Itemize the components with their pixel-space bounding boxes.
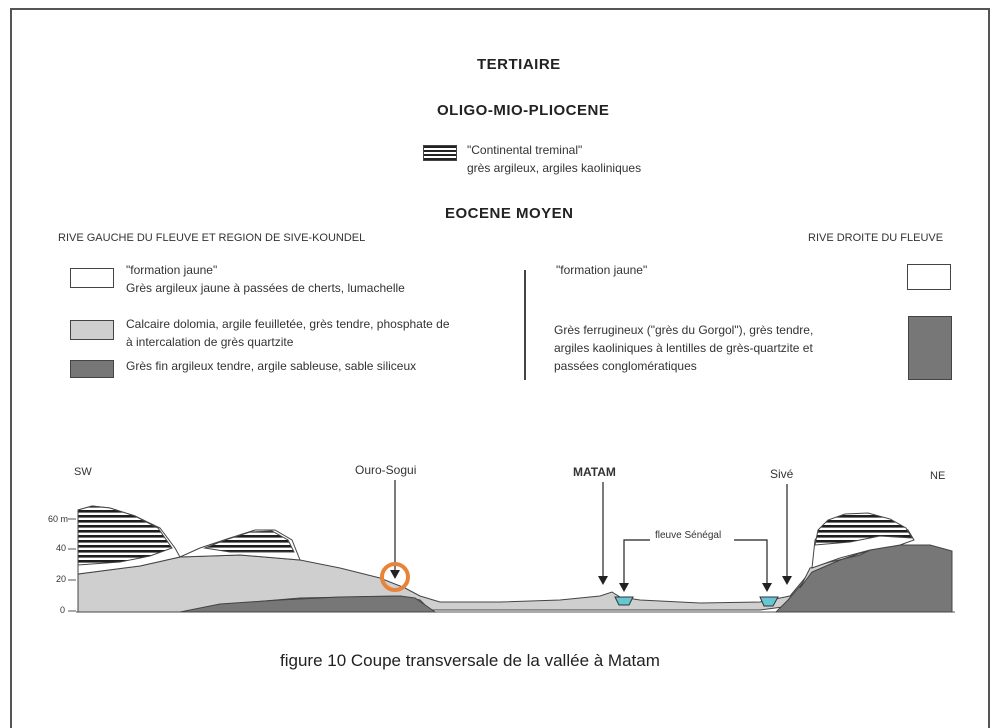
right-legend-2-line3: passées conglomératiques xyxy=(554,359,697,373)
right-legend-2-line1: Grès ferrugineux ("grès du Gorgol"), grè… xyxy=(554,323,814,337)
left-legend-2-line1: Calcaire dolomia, argile feuilletée, grè… xyxy=(126,317,450,331)
left-legend-1-line1: "formation jaune" xyxy=(126,263,218,277)
ouro-sogui-highlight-circle xyxy=(380,562,410,592)
title-tertiaire: TERTIAIRE xyxy=(477,56,561,73)
title-oligo-mio-pliocene: OLIGO-MIO-PLIOCENE xyxy=(437,102,610,119)
title-eocene-moyen: EOCENE MOYEN xyxy=(445,205,574,222)
river-water-right xyxy=(759,596,779,607)
layer-dark-right xyxy=(774,544,953,613)
layer-continental-left-2 xyxy=(203,530,295,553)
matam-arrowhead xyxy=(598,576,608,585)
fleuve-arrowhead-right xyxy=(762,583,772,592)
right-header: RIVE DROITE DU FLEUVE xyxy=(808,232,944,244)
legend-divider xyxy=(524,270,526,380)
y-tick-40: 40 xyxy=(56,543,67,553)
label-fleuve-senegal: fleuve Sénégal xyxy=(653,530,724,541)
y-tick-20: 20 xyxy=(56,574,67,584)
fleuve-bracket-right xyxy=(734,539,768,585)
swatch-continental-terminal xyxy=(423,145,457,161)
swatch-calcaire-dolomia xyxy=(70,320,114,340)
label-matam: MATAM xyxy=(573,465,616,479)
figure-caption: figure 10 Coupe transversale de la vallé… xyxy=(280,651,660,670)
left-legend-3-line1: Grès fin argileux tendre, argile sableus… xyxy=(126,359,417,373)
left-legend-2-line2: à intercalation de grès quartzite xyxy=(126,335,294,349)
swatch-gres-ferrugineux xyxy=(908,316,952,380)
swatch-formation-jaune-left xyxy=(70,268,114,288)
river-water-left xyxy=(614,596,634,606)
ouro-sogui-arrowhead xyxy=(390,570,400,579)
right-legend-2-line2: argiles kaoliniques à lentilles de grès-… xyxy=(554,341,813,355)
fleuve-arrowhead-left xyxy=(619,583,629,592)
label-ouro-sogui: Ouro-Sogui xyxy=(355,463,417,477)
label-ne: NE xyxy=(930,470,946,482)
sive-arrowhead xyxy=(782,576,792,585)
right-legend-1-line1: "formation jaune" xyxy=(556,263,648,277)
cross-section-svg xyxy=(68,480,955,613)
label-sive: Sivé xyxy=(770,467,794,481)
swatch-gres-fin-argileux xyxy=(70,360,114,378)
left-legend-1-line2: Grès argileux jaune à passées de cherts,… xyxy=(126,281,405,295)
swatch-formation-jaune-right xyxy=(907,264,951,290)
continental-line2: grès argileux, argiles kaoliniques xyxy=(467,161,642,175)
y-axis-ticks xyxy=(68,518,76,612)
label-sw: SW xyxy=(74,466,92,478)
fleuve-bracket xyxy=(623,539,650,585)
y-tick-0: 0 xyxy=(60,605,66,615)
figure-frame xyxy=(10,8,990,728)
layer-continental-right xyxy=(814,512,913,546)
layer-dark-base-left xyxy=(179,595,437,613)
left-header: RIVE GAUCHE DU FLEUVE ET REGION DE SIVE-… xyxy=(58,232,366,244)
continental-line1: "Continental treminal" xyxy=(467,143,583,157)
layer-continental-left xyxy=(77,505,173,566)
y-tick-60: 60 m xyxy=(48,514,69,524)
